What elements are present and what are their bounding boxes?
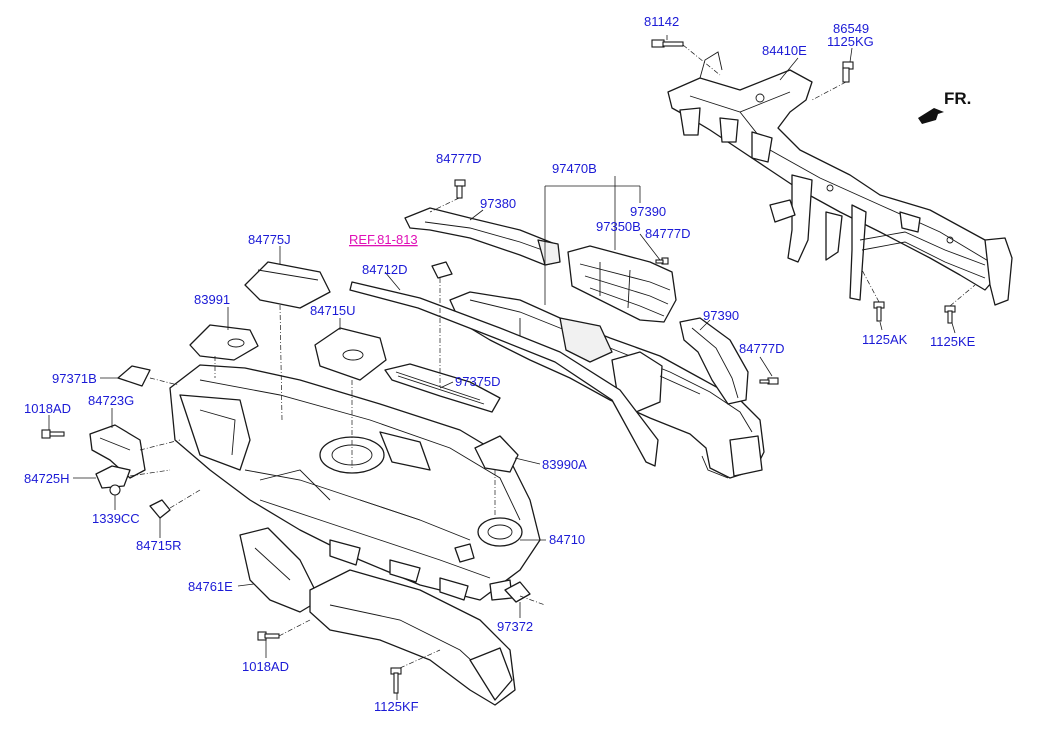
label-81142[interactable]: 81142	[644, 14, 679, 29]
front-direction-arrow-icon	[918, 108, 944, 124]
label-97390-upper[interactable]: 97390	[630, 204, 666, 219]
panel-83991	[189, 324, 259, 378]
bolt-1125KG	[811, 47, 854, 101]
label-97375D[interactable]: 97375D	[455, 374, 501, 389]
bolt-1125AK	[861, 269, 885, 331]
panel-83990A	[474, 435, 519, 515]
bolt-1125KF	[390, 649, 441, 694]
bracket-84725H	[95, 465, 171, 496]
upper-cover-84775J	[244, 261, 331, 421]
label-84715U[interactable]: 84715U	[310, 303, 356, 318]
part-labels: 81142 86549 1125KG 84410E 84777D 97470B …	[24, 14, 976, 714]
label-84723G[interactable]: 84723G	[88, 393, 134, 408]
label-84761E[interactable]: 84761E	[188, 579, 233, 594]
label-83991[interactable]: 83991	[194, 292, 230, 307]
bracket-84723G	[89, 424, 181, 479]
label-84777D-right[interactable]: 84777D	[739, 341, 785, 356]
label-84410E[interactable]: 84410E	[762, 43, 807, 58]
bolt-1125KE	[944, 284, 976, 334]
clip-84715R	[149, 489, 201, 519]
glove-box-housing	[309, 569, 516, 706]
label-84715R[interactable]: 84715R	[136, 538, 182, 553]
bolt-81142	[651, 35, 721, 76]
label-84777D-middle[interactable]: 84777D	[645, 226, 691, 241]
defroster-nozzle-strip	[349, 281, 659, 467]
label-1125KE[interactable]: 1125KE	[930, 334, 976, 349]
label-84777D-top[interactable]: 84777D	[436, 151, 482, 166]
label-1125KF[interactable]: 1125KF	[374, 699, 419, 714]
vent-97372	[504, 581, 546, 606]
leader-lines	[48, 57, 799, 700]
grille-97375D	[384, 261, 501, 413]
label-84725H[interactable]: 84725H	[24, 471, 70, 486]
label-84710[interactable]: 84710	[549, 532, 585, 547]
reference-link[interactable]: REF.81-813	[349, 232, 418, 247]
label-1018AD-lower[interactable]: 1018AD	[242, 659, 289, 674]
cowl-cross-bar	[667, 51, 1013, 306]
label-97371B[interactable]: 97371B	[52, 371, 97, 386]
label-84775J[interactable]: 84775J	[248, 232, 291, 247]
center-air-duct	[404, 179, 561, 266]
side-vent-97371B	[117, 365, 179, 387]
side-air-duct	[679, 317, 779, 405]
label-1339CC[interactable]: 1339CC	[92, 511, 140, 526]
lower-panel-84761E	[239, 527, 321, 613]
bolt-1018AD-upper	[41, 429, 65, 439]
bolt-1018AD-lower	[257, 619, 311, 641]
label-1125AK[interactable]: 1125AK	[862, 332, 908, 347]
label-84712D[interactable]: 84712D	[362, 262, 408, 277]
label-1125KG[interactable]: 1125KG	[827, 34, 874, 49]
label-97372[interactable]: 97372	[497, 619, 533, 634]
front-label: FR.	[944, 89, 971, 108]
label-97350B[interactable]: 97350B	[596, 219, 641, 234]
label-1018AD-upper[interactable]: 1018AD	[24, 401, 71, 416]
label-97390-lower[interactable]: 97390	[703, 308, 739, 323]
label-97380[interactable]: 97380	[480, 196, 516, 211]
center-vent-assembly	[567, 245, 677, 323]
label-97470B[interactable]: 97470B	[552, 161, 597, 176]
label-86549[interactable]: 86549	[833, 21, 869, 36]
crash-pad-assembly	[169, 364, 541, 601]
label-83990A[interactable]: 83990A	[542, 457, 587, 472]
